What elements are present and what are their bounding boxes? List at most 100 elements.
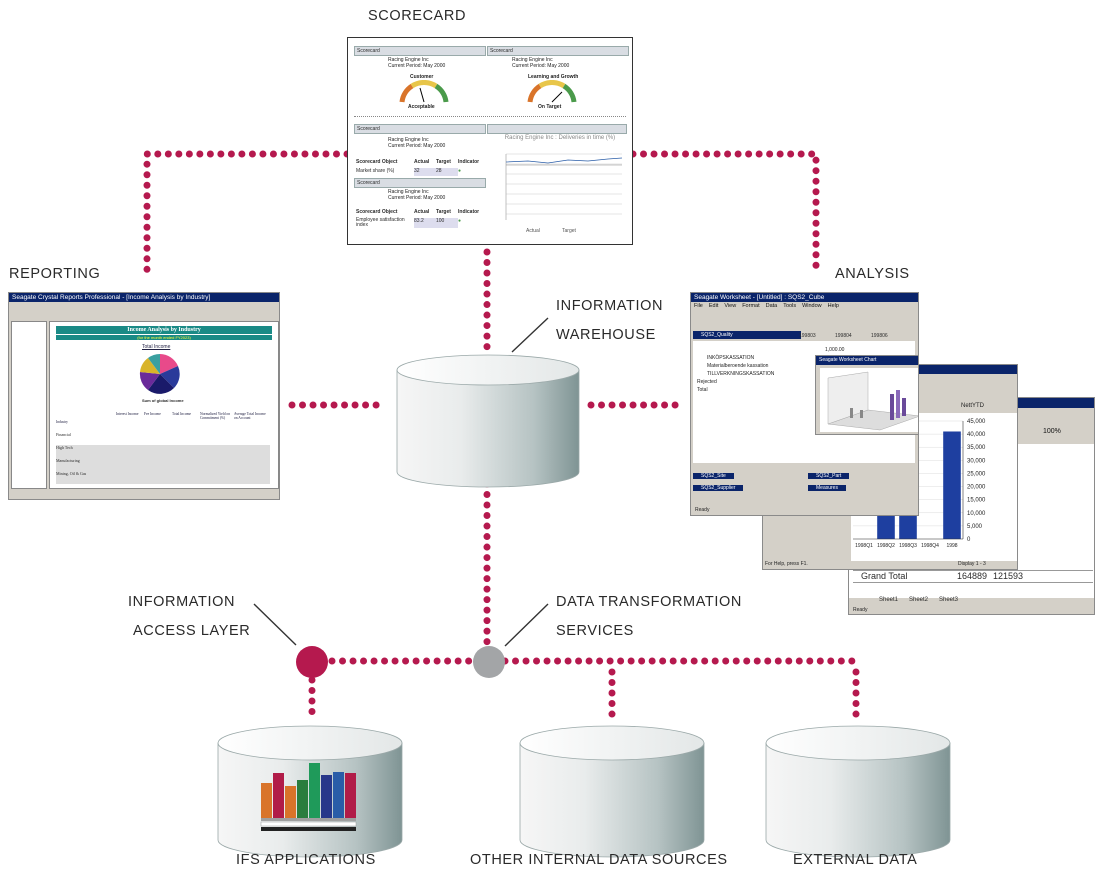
access-label-line1: INFORMATION xyxy=(128,594,236,610)
reporting-group-tree xyxy=(11,321,47,489)
external-data-label: EXTERNAL DATA xyxy=(793,852,918,868)
deliveries-chart-title: Racing Engine Inc : Deliveries in time (… xyxy=(504,135,616,141)
chart-y-tick-label: 0 xyxy=(967,537,971,543)
chart-y-tick-label: 15,000 xyxy=(967,498,986,504)
pie-caption: Sum of global Income xyxy=(142,398,184,403)
col-target-2: Target xyxy=(436,209,451,215)
col-actual-2: Actual xyxy=(414,209,430,215)
reporting-toolbar xyxy=(9,302,279,318)
excel-sheet-tabs: Sheet1 Sheet2 Sheet3 xyxy=(849,597,1094,606)
nettytd-label: NettYTD xyxy=(961,403,985,409)
grand-total-label: Grand Total xyxy=(861,571,908,581)
col-actual: Actual xyxy=(414,159,430,165)
inner-chart-title: Seagate Worksheet Chart xyxy=(816,356,918,365)
period-header: 199806 xyxy=(871,333,888,339)
dim-supplier[interactable]: SQS2_Supplier xyxy=(693,485,744,491)
tab-sheet2[interactable]: Sheet2 xyxy=(909,597,929,603)
dts-node xyxy=(473,646,505,678)
menu-window[interactable]: Window xyxy=(802,303,822,309)
period-header: 199803 xyxy=(799,333,816,339)
gauge-customer-status: Acceptable xyxy=(408,104,435,110)
reporting-status-bar xyxy=(9,491,279,499)
scorecard-divider xyxy=(354,116,626,117)
period-header: 199804 xyxy=(835,333,852,339)
row2-indicator-icon: ● xyxy=(458,218,462,224)
deliveries-line-chart xyxy=(505,153,623,220)
internal-data-cylinder xyxy=(519,725,705,858)
chart-y-tick-label: 45,000 xyxy=(967,419,986,425)
col-indicator: Indicator xyxy=(458,159,480,165)
col-yield: Normalized Yield on Commitment (%) xyxy=(200,412,231,420)
excel-status: Ready xyxy=(853,607,868,613)
warehouse-cylinder xyxy=(396,354,580,488)
worksheet-status: Ready xyxy=(695,507,710,513)
worksheet-toolbar xyxy=(691,310,918,326)
row1-object: Market share (%) xyxy=(356,168,395,174)
menu-data[interactable]: Data xyxy=(765,303,778,309)
legend-target: Target xyxy=(562,228,576,234)
chart-x-tick-label: 1998Q4 xyxy=(921,543,939,549)
worksheet-first-value: 1,000.00 xyxy=(825,347,845,353)
menu-help[interactable]: Help xyxy=(827,303,839,309)
scorecard-period: Current Period: May 2000 xyxy=(388,63,446,69)
dim-measures[interactable]: Measures xyxy=(808,485,846,491)
report-industry-rows: Financial High Tech Manufacturing Mining… xyxy=(56,432,270,484)
chart-x-tick-label: 1998Q1 xyxy=(855,543,873,549)
chart-x-tick-label: 1998Q3 xyxy=(899,543,917,549)
col-interest: Interest Income xyxy=(116,412,139,416)
row1-target: 28 xyxy=(436,168,458,176)
chart-y-tick-label: 35,000 xyxy=(967,445,986,451)
dim-part[interactable]: SQS2_Part xyxy=(808,473,850,479)
worksheet-row: Total xyxy=(697,387,708,393)
col-indicator-2: Indicator xyxy=(458,209,480,215)
menu-tools[interactable]: Tools xyxy=(783,303,797,309)
warehouse-label-line2: WAREHOUSE xyxy=(556,327,656,343)
tab-sheet3[interactable]: Sheet3 xyxy=(939,597,959,603)
gauge-learning-status: On Target xyxy=(538,104,562,110)
worksheet-title-bar: Seagate Worksheet - [Untitled] : SQS2_Cu… xyxy=(691,293,918,302)
chart-y-tick-label: 25,000 xyxy=(967,471,986,477)
scorecard-row-employee: Employee satisfaction index 83.2 100 ● xyxy=(356,218,484,228)
scorecard-row-market-share: Market share (%) 32 28 ● xyxy=(356,168,484,176)
3d-bar-chart xyxy=(820,368,918,432)
internal-data-label: OTHER INTERNAL DATA SOURCES xyxy=(470,852,728,868)
menu-view[interactable]: View xyxy=(724,303,737,309)
seagate-worksheet-window: Seagate Worksheet - [Untitled] : SQS2_Cu… xyxy=(690,292,919,516)
scorecard-label: SCORECARD xyxy=(368,8,467,24)
connector-lines xyxy=(143,150,860,726)
grand-total-value: 121593 xyxy=(993,571,1024,581)
analysis-label: ANALYSIS xyxy=(835,266,910,282)
reporting-label: REPORTING xyxy=(9,266,101,282)
inner-chart-window: Seagate Worksheet Chart xyxy=(815,355,918,435)
chart-display-status: Display 1 - 3 xyxy=(958,561,986,567)
scorecard-period-4: Current Period: May 2000 xyxy=(388,195,446,201)
excel-zoom[interactable]: 100% xyxy=(1043,428,1061,435)
col-average: Average Total Income on Account xyxy=(234,412,266,420)
external-data-cylinder xyxy=(765,725,951,858)
gauge-customer-title: Customer xyxy=(410,74,434,80)
reporting-page: Income Analysis by Industry (for the mon… xyxy=(49,321,279,489)
chart-y-tick-label: 20,000 xyxy=(967,485,986,491)
menu-edit[interactable]: Edit xyxy=(708,303,719,309)
col-total: Total Income xyxy=(172,412,192,416)
worksheet-row: INKÖPSKASSATION xyxy=(707,355,755,361)
chart-x-tick-label: 1998 xyxy=(946,543,957,549)
dim-site[interactable]: SQS2_Site xyxy=(693,473,734,479)
col-industry: Industry xyxy=(56,420,68,424)
quality-dimension[interactable]: SQS2_Quality xyxy=(693,331,801,339)
col-object-2: Scorecard Object xyxy=(356,209,398,215)
menu-format[interactable]: Format xyxy=(742,303,760,309)
tab-sheet1[interactable]: Sheet1 xyxy=(879,597,899,603)
report-column-headers: Industry Interest Income Fee Income Tota… xyxy=(56,412,270,426)
worksheet-dimension-bar: SQS2_Site SQS2_Part SQS2_Supplier Measur… xyxy=(693,473,915,497)
scorecard-table-header: Scorecard Object Actual Target Indicator xyxy=(356,159,484,167)
ifs-logo xyxy=(260,763,357,831)
report-subtitle: (for the month ended FY2023) xyxy=(56,335,272,340)
access-label-line2: ACCESS LAYER xyxy=(133,623,251,639)
ifs-label: IFS APPLICATIONS xyxy=(236,852,376,868)
reporting-title-bar: Seagate Crystal Reports Professional - [… xyxy=(9,293,279,302)
scorecard-panel-bar-4 xyxy=(487,124,627,134)
chart-y-tick-label: 30,000 xyxy=(967,458,986,464)
menu-file[interactable]: File xyxy=(694,303,703,309)
period-headers: 199803 199804 199806 xyxy=(799,333,917,339)
